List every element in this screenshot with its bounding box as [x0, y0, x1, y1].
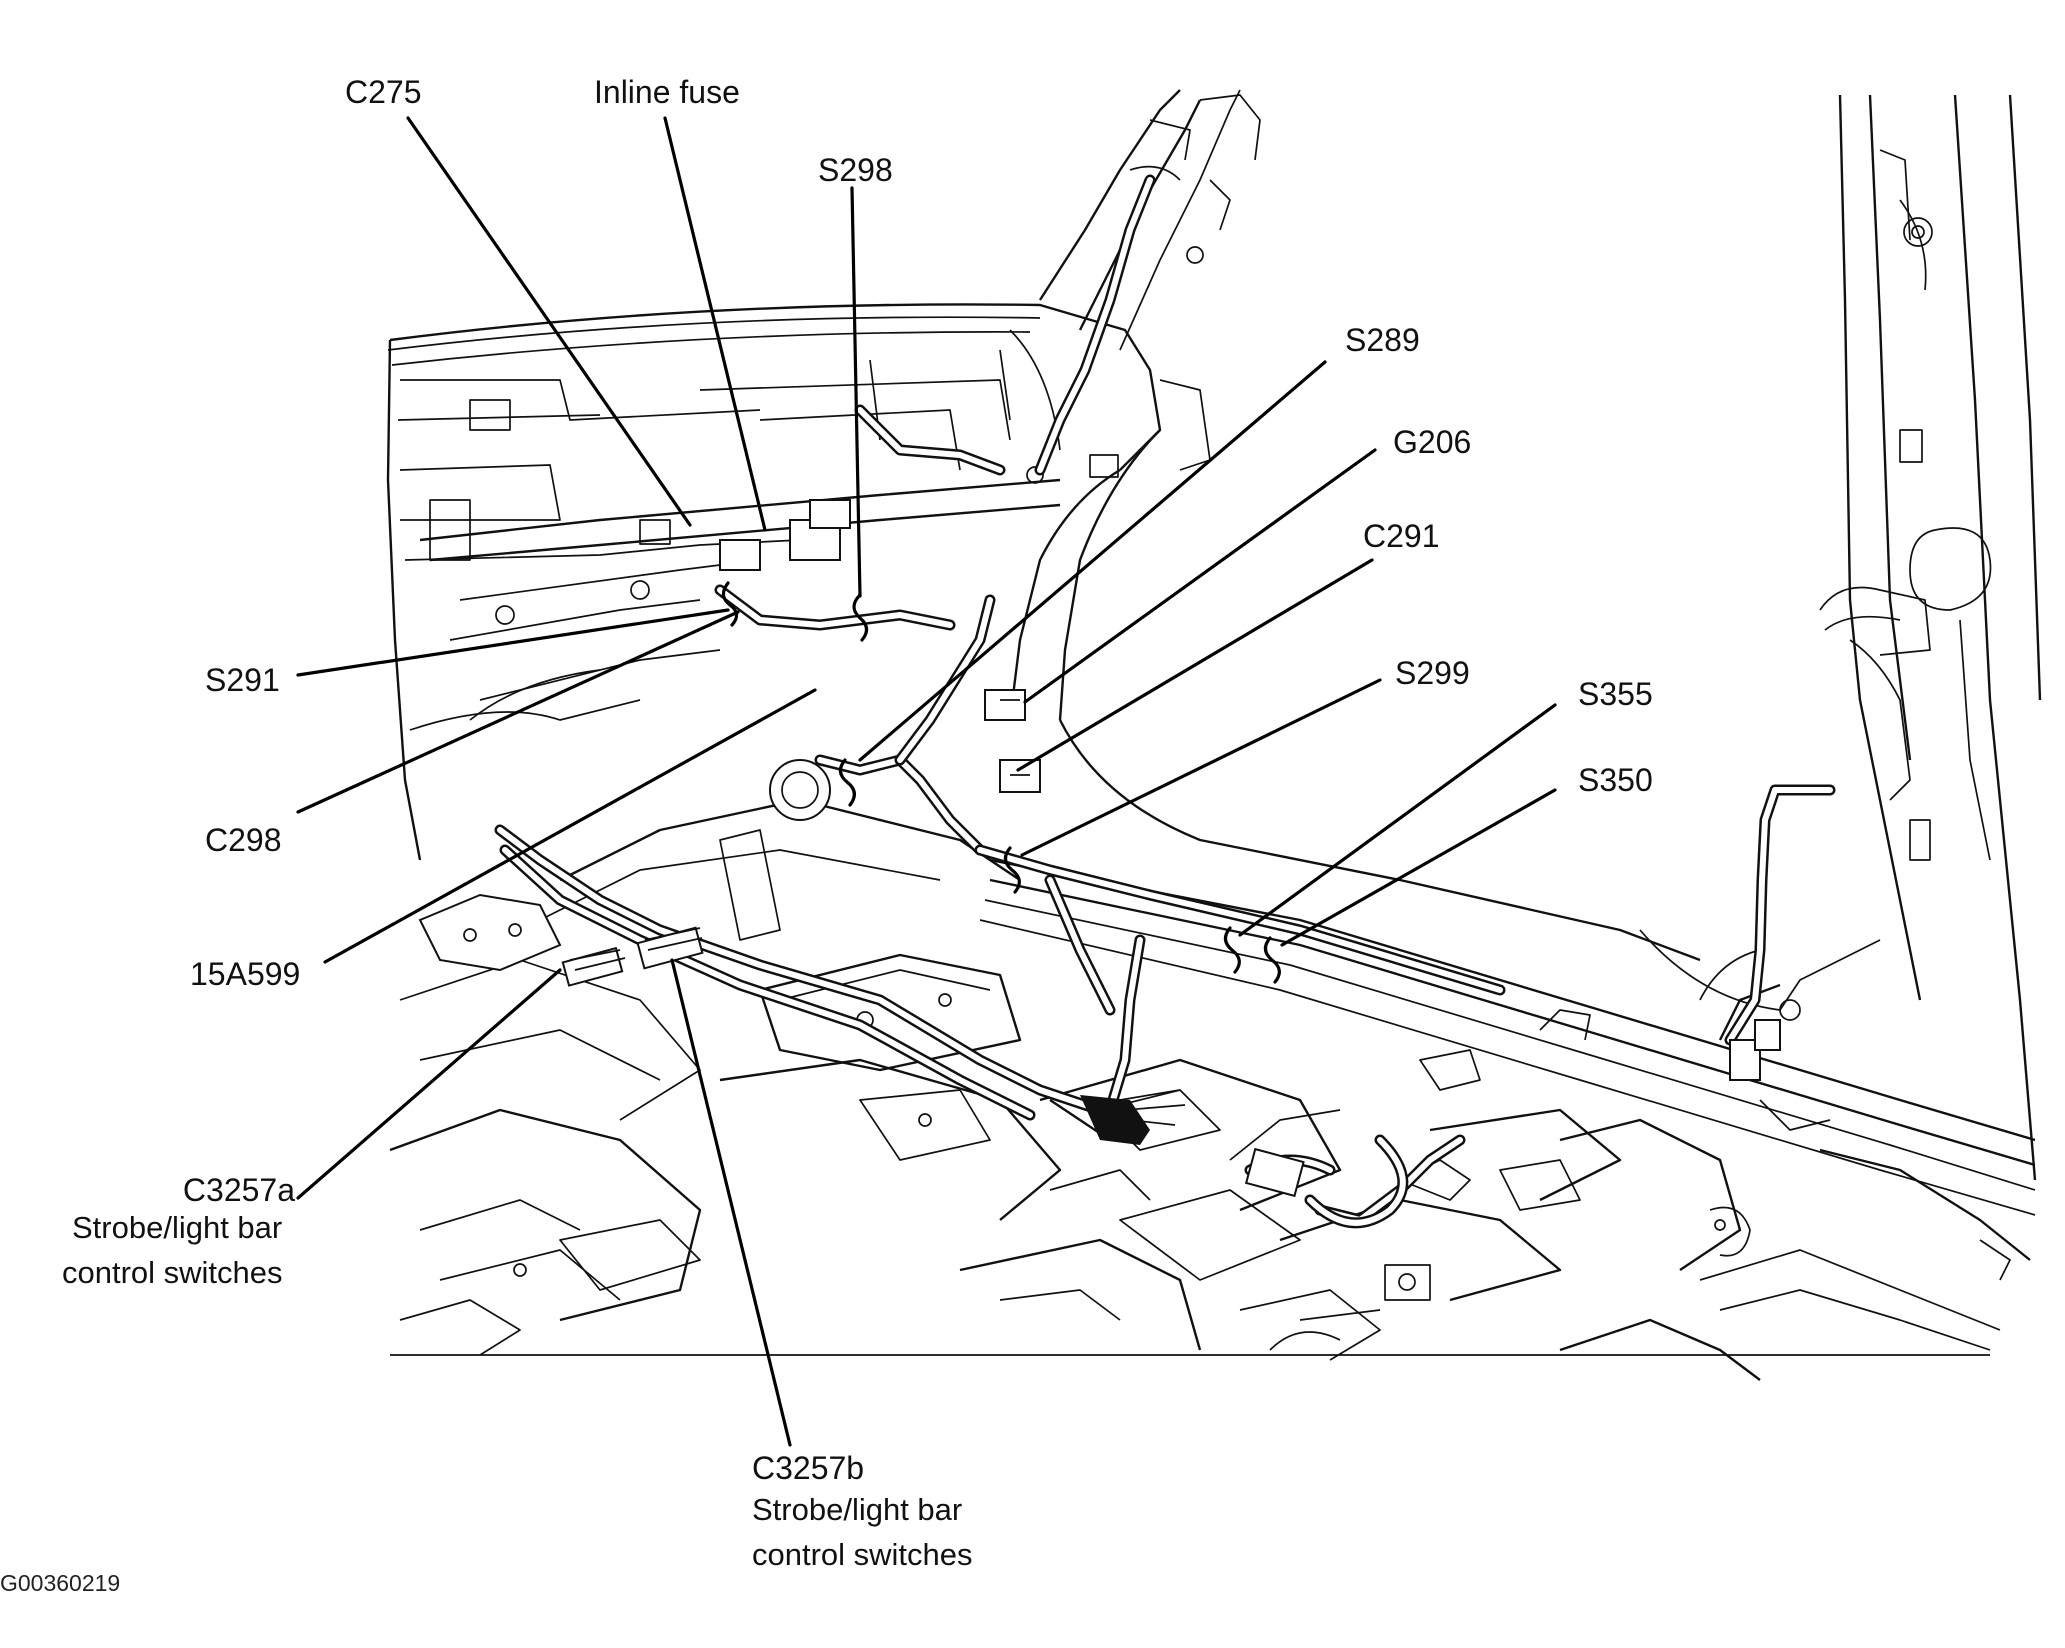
callout-s355: S355	[1578, 676, 1653, 712]
callout-c275: C275	[345, 74, 422, 110]
callout-s299: S299	[1395, 655, 1470, 691]
harness-components	[418, 499, 1781, 1198]
callout-15a599: 15A599	[190, 956, 301, 992]
callout-inline-fuse: Inline fuse	[594, 74, 740, 110]
wiring-harness	[494, 174, 1836, 1229]
leader-15a599	[323, 688, 817, 964]
c3257b-description-line2: control switches	[752, 1537, 973, 1572]
c3257b-description-line1: Strobe/light bar	[752, 1492, 963, 1527]
a-pillar-area	[1008, 89, 1261, 721]
leader-s298	[850, 186, 862, 598]
vehicle-body-illustration	[386, 89, 2042, 1381]
leader-s299	[1020, 678, 1382, 857]
leader-g206	[1023, 448, 1377, 704]
leader-s350	[1280, 788, 1557, 947]
leader-inline-fuse	[663, 116, 767, 532]
dash-panel-area	[386, 303, 1162, 861]
leader-c275	[406, 116, 692, 527]
b-pillar-area	[1699, 94, 2042, 1181]
callout-g206: G206	[1393, 424, 1472, 460]
leader-c3257a	[296, 968, 562, 1200]
leader-s355	[1238, 703, 1557, 937]
leader-s291	[296, 608, 730, 677]
floor-pan	[389, 798, 2031, 1381]
splice-s298-mark	[852, 593, 869, 642]
leader-lines	[296, 116, 1557, 1447]
c3257a-description-line1: Strobe/light bar	[72, 1210, 283, 1245]
leader-c298	[296, 610, 740, 814]
splice-s289-mark	[838, 758, 856, 807]
callout-c3257a: C3257a	[182, 1172, 295, 1208]
splice-s350-mark	[1263, 936, 1281, 984]
splice-s355-mark	[1223, 926, 1241, 974]
callout-c291: C291	[1363, 518, 1440, 554]
rocker-sill-rail	[979, 858, 2036, 1216]
callout-c3257b: C3257b	[752, 1450, 865, 1486]
callout-s298: S298	[818, 152, 893, 188]
figure-id: G00360219	[0, 1570, 121, 1596]
leader-s289	[858, 360, 1327, 762]
callout-c298: C298	[205, 822, 282, 858]
splice-s299-mark	[1003, 846, 1021, 894]
leader-c291	[1016, 558, 1374, 772]
callout-s291: S291	[205, 662, 280, 698]
callout-s289: S289	[1345, 322, 1420, 358]
leader-c3257b	[670, 958, 792, 1447]
callout-s350: S350	[1578, 762, 1653, 798]
splice-s291-mark	[721, 581, 739, 627]
c3257a-description-line2: control switches	[62, 1255, 283, 1290]
